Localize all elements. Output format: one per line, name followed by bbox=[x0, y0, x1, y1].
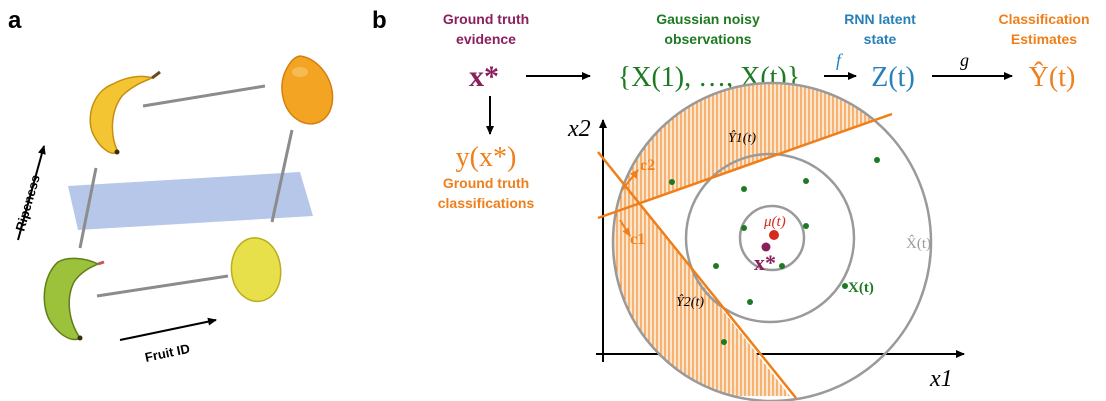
observation-dot bbox=[669, 179, 675, 185]
header-rnn-line2: state bbox=[864, 31, 897, 47]
x-axis-label: x1 bbox=[929, 366, 953, 392]
ripe-banana bbox=[89, 70, 161, 155]
x-star-point bbox=[761, 242, 771, 252]
header-rnn-line1: RNN latent bbox=[844, 11, 916, 27]
ground-truth-class-line1: Ground truth bbox=[443, 175, 529, 191]
observation-points bbox=[669, 157, 880, 345]
ripeness-plane bbox=[68, 172, 313, 230]
observation-dot bbox=[803, 178, 809, 184]
connector-line bbox=[142, 84, 266, 108]
mu-label: μ(t) bbox=[763, 214, 786, 230]
c1-vector bbox=[619, 219, 631, 237]
unripe-mango bbox=[230, 237, 282, 303]
ripeness-label: Ripeness bbox=[12, 173, 42, 233]
region-y1-label: Ŷ1(t) bbox=[728, 129, 756, 146]
observation-dot bbox=[713, 263, 719, 269]
header-gaussian-line1: Gaussian noisy bbox=[656, 11, 760, 27]
connector-line bbox=[78, 167, 98, 249]
panel-a-label: a bbox=[8, 7, 22, 34]
ripeness-arrow bbox=[17, 145, 46, 241]
mu-point bbox=[769, 230, 779, 240]
x-obs-label: X(t) bbox=[848, 280, 874, 296]
observation-dot bbox=[721, 339, 727, 345]
header-classification-line2: Estimates bbox=[1011, 31, 1077, 47]
c1-label: c1 bbox=[630, 231, 645, 248]
decision-boundary-2 bbox=[597, 151, 797, 399]
fruit-id-arrow bbox=[119, 317, 217, 341]
f-label: f bbox=[836, 50, 844, 70]
panel-b-label: b bbox=[372, 7, 387, 34]
observation-dot bbox=[803, 223, 809, 229]
c2-label: c2 bbox=[640, 157, 655, 174]
c2-vector bbox=[621, 169, 639, 191]
observation-dot bbox=[874, 157, 880, 163]
middle-circle bbox=[684, 152, 856, 324]
header-ground-truth-line1: Ground truth bbox=[443, 11, 529, 27]
ripe-mango bbox=[281, 55, 334, 125]
header-gaussian-line2: observations bbox=[664, 31, 751, 47]
header-ground-truth-line2: evidence bbox=[456, 31, 516, 47]
connector-line bbox=[270, 129, 294, 223]
z-state: Z(t) bbox=[871, 62, 915, 93]
ground-truth-class-line2: classifications bbox=[438, 195, 535, 211]
inner-circle bbox=[738, 204, 806, 272]
observation-dot bbox=[842, 283, 848, 289]
fruit-id-label: Fruit ID bbox=[144, 341, 192, 365]
y-hat-estimate: Ŷ(t) bbox=[1029, 62, 1076, 93]
g-label: g bbox=[960, 50, 969, 70]
x-star-symbol: x* bbox=[469, 60, 499, 93]
y-axis-label: x2 bbox=[567, 116, 591, 142]
x-star-plot-label: x* bbox=[754, 250, 776, 275]
observation-dot bbox=[779, 263, 785, 269]
observation-dot bbox=[747, 299, 753, 305]
observation-dot bbox=[741, 225, 747, 231]
observation-dot bbox=[741, 186, 747, 192]
y-of-x-star: y(x*) bbox=[456, 142, 517, 173]
unripe-banana bbox=[43, 257, 105, 341]
region-y2-label: Ŷ2(t) bbox=[676, 293, 704, 310]
decision-boundary-1 bbox=[597, 112, 893, 220]
connector-line bbox=[96, 274, 229, 298]
x-hat-label: X̂(t) bbox=[906, 235, 931, 252]
header-classification-line1: Classification bbox=[998, 11, 1089, 27]
outer-circle bbox=[611, 81, 933, 401]
